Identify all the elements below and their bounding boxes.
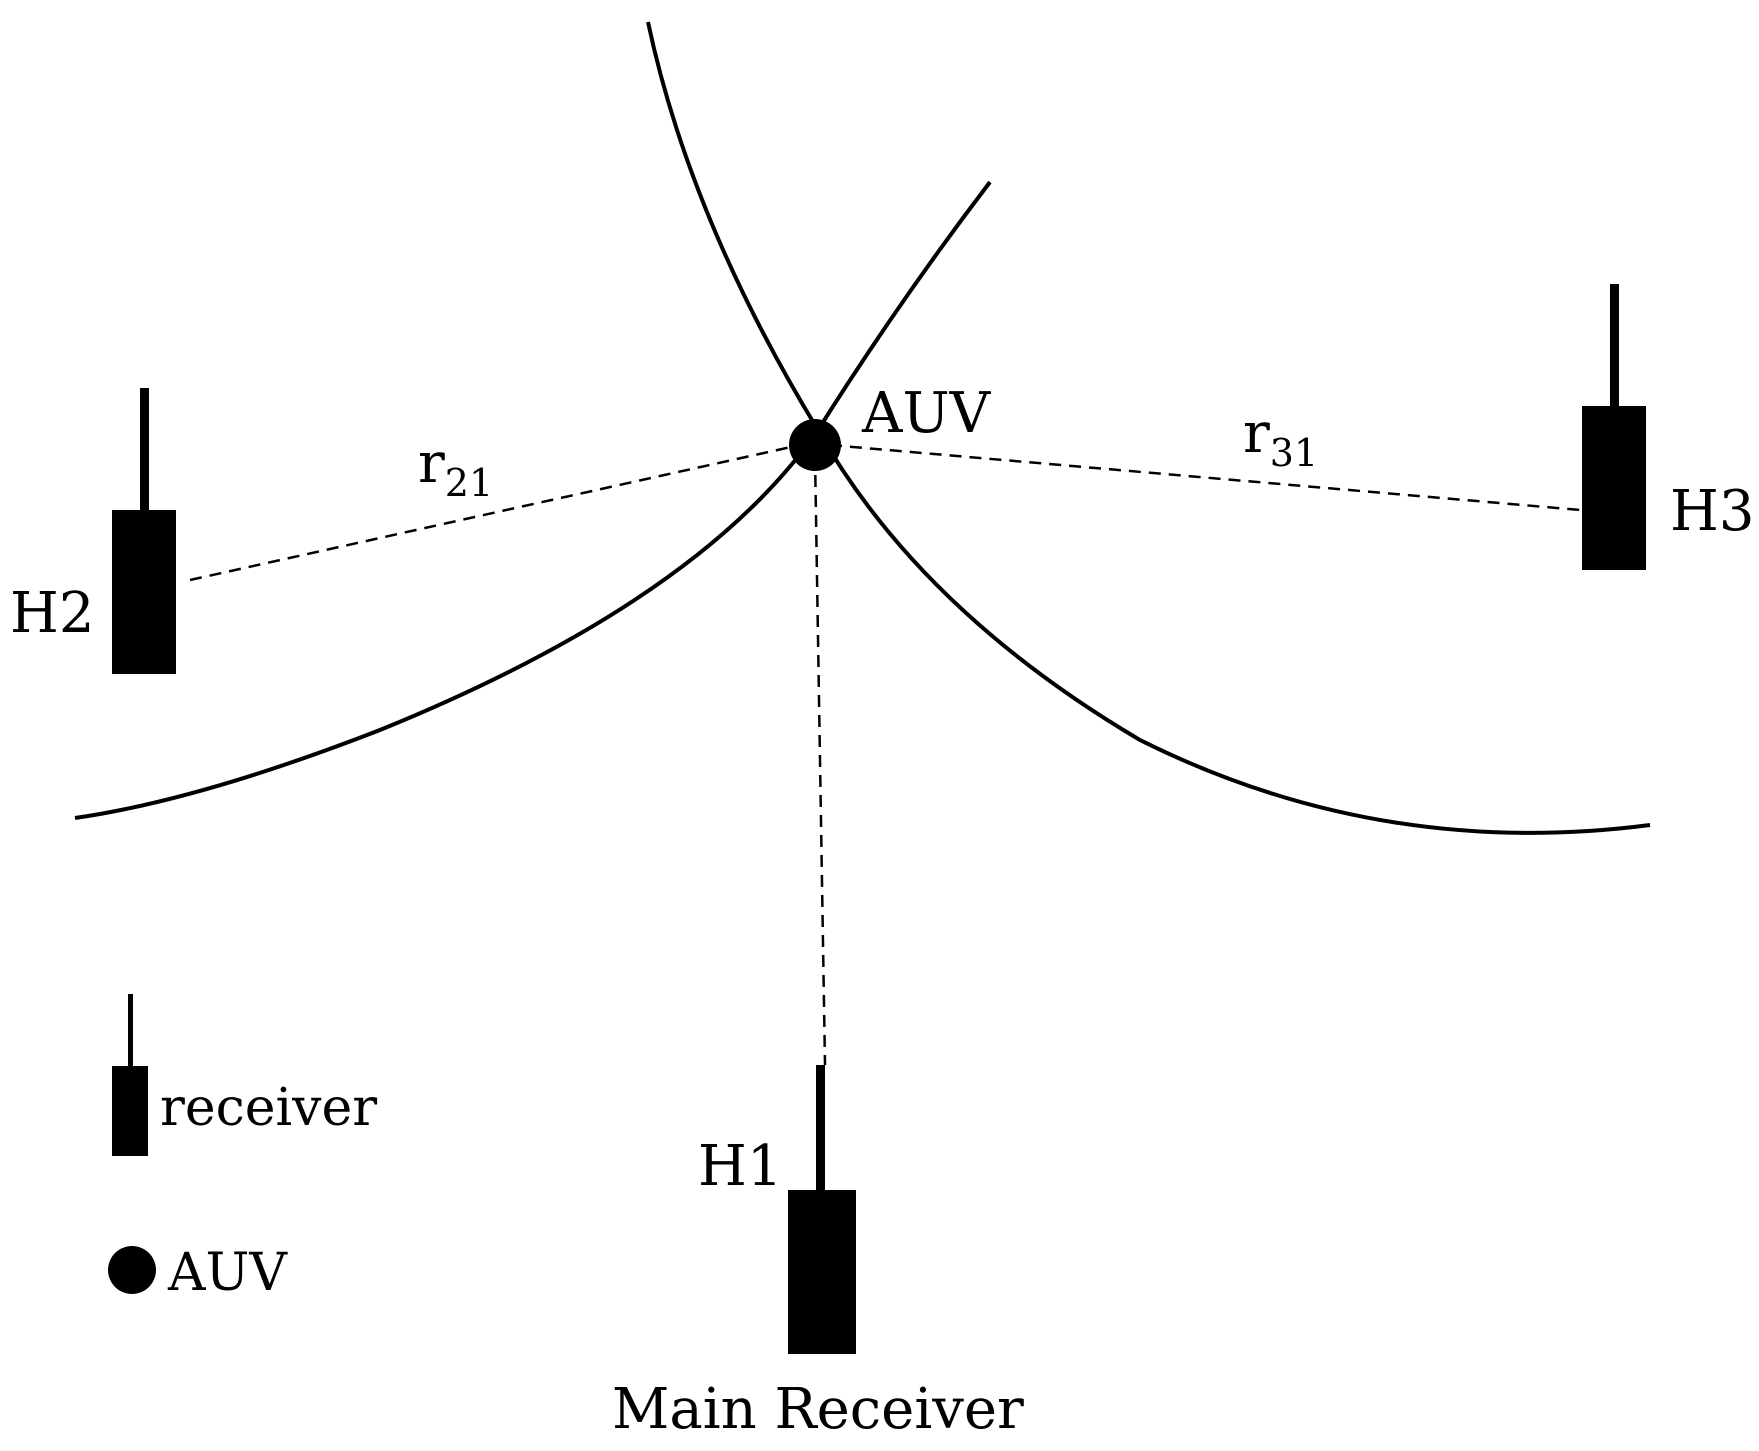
range-label-r21: r21 bbox=[418, 431, 493, 505]
receiver-h3-label: H3 bbox=[1670, 479, 1754, 544]
receiver-h2-label: H2 bbox=[10, 581, 94, 646]
range-label-r31-base: r bbox=[1243, 401, 1270, 466]
legend: receiver AUV bbox=[108, 994, 377, 1303]
receiver-h1-label: H1 bbox=[698, 1134, 782, 1199]
range-label-r21-base: r bbox=[418, 431, 445, 496]
legend-receiver-swatch bbox=[112, 1066, 148, 1156]
legend-receiver-label: receiver bbox=[160, 1078, 377, 1138]
receiver-icon bbox=[128, 994, 133, 1069]
receiver-h1 bbox=[788, 1065, 856, 1354]
receiver-body bbox=[788, 1190, 856, 1354]
range-label-r31-sub: 31 bbox=[1270, 431, 1318, 475]
receiver-icon bbox=[1610, 284, 1619, 409]
main-receiver-caption: Main Receiver bbox=[612, 1377, 1024, 1442]
receiver-icon bbox=[816, 1065, 825, 1195]
receiver-h2 bbox=[112, 388, 176, 674]
hyperbola-branch-left bbox=[74, 21, 821, 820]
auv-label: AUV bbox=[861, 381, 992, 446]
receiver-body bbox=[112, 510, 176, 674]
legend-auv-label: AUV bbox=[167, 1243, 288, 1303]
auv-icon bbox=[108, 1246, 156, 1294]
range-line-h1 bbox=[813, 454, 827, 1066]
receiver-icon bbox=[140, 388, 149, 513]
range-label-r31: r31 bbox=[1243, 401, 1318, 475]
receiver-h3 bbox=[1582, 284, 1646, 570]
hyperbola-branch-right bbox=[815, 180, 1651, 835]
auv-icon bbox=[789, 419, 841, 471]
range-line-h3 bbox=[829, 443, 1581, 512]
range-line-h2 bbox=[189, 443, 801, 582]
receiver-body bbox=[1582, 406, 1646, 570]
range-label-r21-sub: 21 bbox=[445, 461, 493, 505]
